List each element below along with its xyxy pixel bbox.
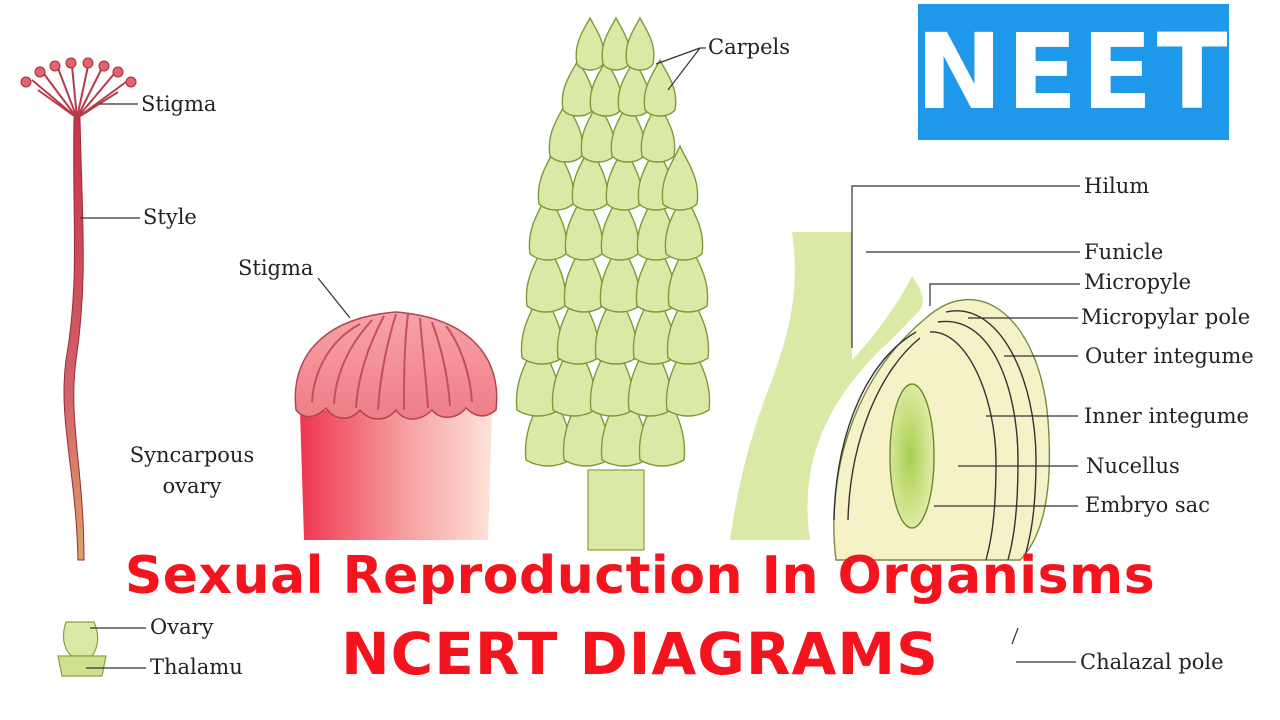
outer-integument-label: Outer integume: [1085, 346, 1254, 367]
neet-badge-text: NEET: [915, 20, 1231, 124]
neet-badge: NEET: [918, 4, 1229, 140]
carpel-leaf: [626, 18, 654, 70]
hilum-label: Hilum: [1084, 176, 1149, 197]
carpels-label: Carpels: [708, 37, 790, 58]
feathery-stigma: [32, 66, 126, 118]
embryo-sac-label: Embryo sac: [1085, 495, 1210, 516]
carpel-stalk: [588, 470, 644, 550]
title-line-1: Sexual Reproduction In Organisms: [0, 550, 1280, 602]
carpel-leaves: [516, 18, 709, 466]
nucellus-label: Nucellus: [1086, 456, 1180, 477]
inner-integument-label: Inner integume: [1084, 406, 1249, 427]
syncarpous-stigma-dome: [295, 312, 496, 419]
syncarpous-ovary-label-1: Syncarpous: [114, 445, 270, 466]
embryo-sac: [890, 384, 934, 528]
carpel-leaf: [576, 18, 604, 70]
syncarpous-ovary: [300, 410, 492, 540]
syncarpous-stigma-leader: [318, 278, 350, 318]
micropyle-label: Micropyle: [1084, 272, 1191, 293]
funicle-label: Funicle: [1084, 242, 1163, 263]
stigma-tips: [21, 58, 136, 87]
syncarpous-figure: [295, 278, 496, 540]
title-line-2: NCERT DIAGRAMS: [0, 625, 1280, 683]
style-filament: [64, 118, 84, 560]
carpel-leaf: [602, 18, 630, 70]
pistil-style-label: Style: [143, 207, 197, 228]
micropylar-pole-label: Micropylar pole: [1081, 307, 1250, 328]
syncarpous-stigma-label: Stigma: [238, 258, 313, 279]
pistil-stigma-label: Stigma: [141, 94, 216, 115]
carpels-figure: [516, 18, 709, 550]
syncarpous-ovary-label-2: ovary: [114, 476, 270, 497]
